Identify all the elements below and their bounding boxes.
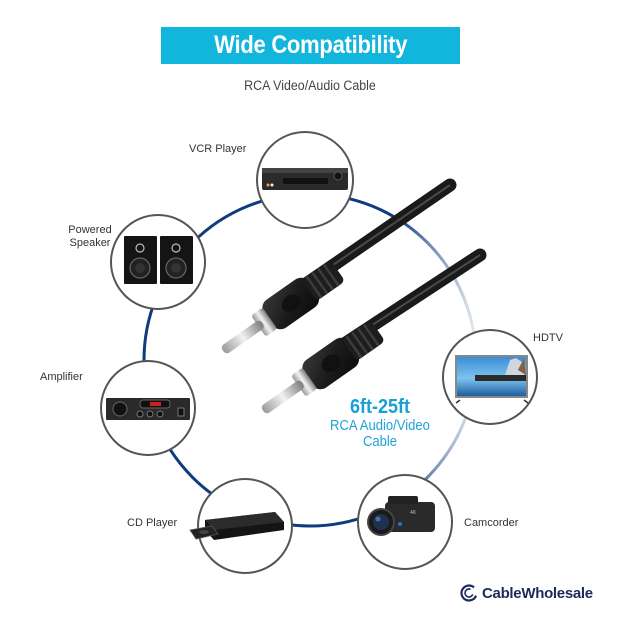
- page-title: Wide Compatibility: [213, 31, 408, 59]
- rca-cable-image: [221, 178, 487, 414]
- vcr-icon: [262, 168, 348, 190]
- label-amplifier: Amplifier: [40, 371, 83, 383]
- tv-icon: [455, 355, 529, 404]
- device-hdtv: [442, 329, 538, 425]
- page-subtitle: RCA Video/Audio Cable: [244, 78, 376, 93]
- device-amplifier: [100, 360, 196, 456]
- cd-player-icon: [189, 512, 284, 540]
- label-camcorder: Camcorder: [464, 517, 519, 529]
- label-powered-speaker: Powered Speaker: [60, 224, 120, 250]
- device-powered-speaker: [110, 214, 206, 310]
- brand-name: CableWholesale: [482, 584, 593, 602]
- cable-name-line1: RCA Audio/Video: [330, 418, 430, 434]
- title-banner: Wide Compatibility: [161, 27, 460, 64]
- label-powered-speaker-line2: Speaker: [69, 237, 111, 249]
- cable-length: 6ft-25ft: [349, 396, 410, 418]
- device-cd-player: [189, 478, 293, 574]
- label-cd-player: CD Player: [127, 517, 178, 529]
- device-vcr: [256, 131, 354, 229]
- cable-name-line2: Cable: [362, 434, 398, 450]
- cable-caption: 6ft-25ft RCA Audio/Video Cable: [310, 396, 450, 450]
- device-camcorder: 4K: [357, 474, 453, 570]
- speaker-icon: [124, 236, 193, 284]
- amplifier-icon: [106, 398, 190, 420]
- brand-logo: CableWholesale: [460, 584, 593, 602]
- brand-logo-icon: [460, 584, 478, 602]
- label-vcr-player: VCR Player: [189, 143, 247, 155]
- label-hdtv: HDTV: [533, 332, 563, 344]
- label-powered-speaker-line1: Powered: [68, 224, 112, 236]
- camcorder-icon: 4K: [367, 496, 435, 536]
- svg-text:4K: 4K: [410, 510, 417, 516]
